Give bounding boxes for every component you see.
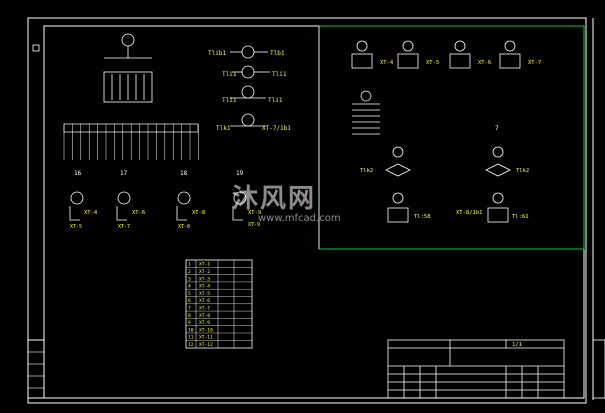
legend-row-index: 10 bbox=[188, 327, 194, 333]
block-label-xt8: XT-8 bbox=[192, 210, 205, 216]
legend-row-index: 4 bbox=[188, 284, 191, 290]
legend-row-index: 7 bbox=[188, 306, 191, 312]
svg-text:Tlk1: Tlk1 bbox=[216, 125, 231, 132]
svg-text:XT-5: XT-5 bbox=[70, 224, 82, 230]
legend-row-index: 9 bbox=[188, 320, 191, 326]
lower-device-row bbox=[69, 191, 247, 221]
svg-text:Tli1: Tli1 bbox=[268, 97, 283, 104]
title-block bbox=[387, 339, 565, 399]
right-side-label-tlk2: Tlk2 bbox=[516, 168, 529, 174]
legend-row-code: XT-7 bbox=[199, 306, 210, 312]
svg-text:Tli1: Tli1 bbox=[222, 71, 237, 78]
sheet-border bbox=[27, 17, 587, 404]
legend-row-index: 8 bbox=[188, 313, 191, 319]
legend-row-code: XT-1 bbox=[199, 262, 210, 268]
legend-row-code: XT-6 bbox=[199, 298, 210, 304]
label-tlib1-a: Tlib1 bbox=[208, 50, 226, 57]
legend-row-index: 12 bbox=[188, 342, 194, 348]
inner-frame bbox=[43, 25, 585, 399]
block-number-17: 17 bbox=[120, 170, 128, 177]
svg-text:Tli1: Tli1 bbox=[272, 71, 287, 78]
legend-row-index: 6 bbox=[188, 298, 191, 304]
origin-marker bbox=[32, 44, 40, 52]
legend-row-index: 5 bbox=[188, 291, 191, 297]
svg-text:XT-7: XT-7 bbox=[528, 60, 541, 66]
legend-row-code: XT-3 bbox=[199, 276, 210, 282]
block-number-16: 16 bbox=[74, 170, 82, 177]
device-circles-center bbox=[230, 45, 270, 127]
block-number-19: 19 bbox=[236, 170, 244, 177]
right-label-xt5: XT-5 bbox=[426, 60, 439, 66]
right-stack bbox=[352, 90, 380, 135]
right-middle-devices bbox=[385, 146, 511, 223]
label-tlib1-b: Tlb1 bbox=[270, 50, 285, 57]
svg-text:XT-7: XT-7 bbox=[118, 224, 130, 230]
title-block-sheet-number: 1/1 bbox=[512, 342, 522, 348]
legend-row-code: XT-8 bbox=[199, 313, 210, 319]
legend-row-code: XT-2 bbox=[199, 269, 210, 275]
legend-row-index: 2 bbox=[188, 269, 191, 275]
block-number-18: 18 bbox=[180, 170, 188, 177]
legend-row-code: XT-12 bbox=[199, 342, 213, 348]
legend-row-code: XT-11 bbox=[199, 335, 213, 341]
right-label-xt4: XT-4 bbox=[380, 60, 394, 66]
legend-row-index: 11 bbox=[188, 335, 194, 341]
block-label-xt6: XT-6 bbox=[132, 210, 145, 216]
right-top-devices bbox=[351, 40, 521, 69]
right-side-label-tl58: Tl:58 bbox=[414, 214, 431, 220]
legend-row-index: 3 bbox=[188, 276, 191, 282]
right-side-label-xt8: XT-8/1b1 bbox=[456, 210, 483, 216]
block-label-xt4: XT-4 bbox=[84, 210, 98, 216]
right-side-label-tl61: Tl:61 bbox=[512, 214, 529, 220]
legend-row-code: XT-5 bbox=[199, 291, 210, 297]
block-label-xt9: XT-9 bbox=[248, 210, 261, 216]
legend-row-code: XT-4 bbox=[199, 284, 210, 290]
svg-text:XT-9: XT-9 bbox=[248, 222, 260, 228]
legend-row-index: 1 bbox=[188, 262, 191, 268]
left-margin-strip bbox=[27, 339, 45, 399]
svg-text:XT-7/1b1: XT-7/1b1 bbox=[262, 125, 291, 132]
green-region-frame bbox=[318, 25, 585, 250]
right-center-number: 7 bbox=[495, 125, 499, 132]
legend-row-code: XT-10 bbox=[199, 327, 213, 333]
legend-row-code: XT-9 bbox=[199, 320, 210, 326]
svg-text:Tli1: Tli1 bbox=[222, 97, 237, 104]
terminal-strip-cells bbox=[63, 124, 199, 160]
svg-text:XT-8: XT-8 bbox=[178, 224, 190, 230]
svg-text:Tlk2: Tlk2 bbox=[360, 168, 373, 174]
right-label-xt6: XT-6 bbox=[478, 60, 491, 66]
switch-block bbox=[103, 33, 153, 103]
